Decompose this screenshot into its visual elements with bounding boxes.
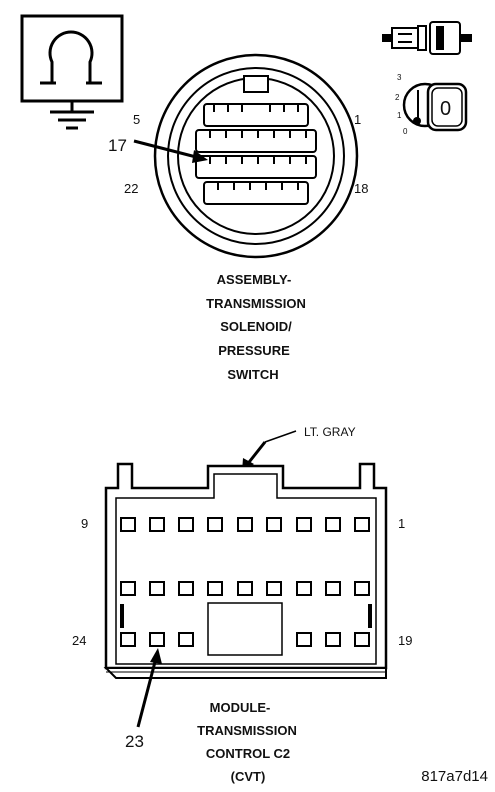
tcm-connector — [103, 462, 388, 728]
tcm-caption-line: (CVT) — [231, 769, 266, 784]
solenoid-pin-1: 1 — [354, 112, 361, 127]
solenoid-caption-line: SOLENOID/ — [220, 319, 292, 334]
solenoid-caption-line: TRANSMISSION — [206, 296, 306, 311]
ignition-position-0: 0 — [403, 127, 408, 136]
tcm-caption-line: MODULE- — [210, 700, 271, 715]
tcm-pin-24: 24 — [72, 633, 86, 648]
ohmmeter-icon — [20, 14, 124, 130]
ignition-position-2: 2 — [395, 93, 400, 102]
ignition-position-1: 1 — [397, 111, 402, 120]
solenoid-caption-line: ASSEMBLY- — [217, 272, 292, 287]
solenoid-pin-18: 18 — [354, 181, 368, 196]
solenoid-caption-line: SWITCH — [227, 367, 278, 382]
solenoid-caption: ASSEMBLY- TRANSMISSION SOLENOID/ PRESSUR… — [206, 272, 306, 382]
solenoid-pin-5: 5 — [133, 112, 140, 127]
tcm-callout-pin: 23 — [125, 732, 144, 751]
figure-id: 817a7d14 — [421, 768, 488, 785]
ignition-key-label: 0 — [440, 98, 451, 120]
connector-disconnect-icon — [382, 21, 472, 55]
solenoid-caption-line: PRESSURE — [218, 343, 290, 358]
tcm-pin-1: 1 — [398, 516, 405, 531]
tcm-pin-19: 19 — [398, 633, 412, 648]
tcm-caption-line: CONTROL C2 — [206, 746, 290, 761]
tcm-caption-line: TRANSMISSION — [197, 723, 297, 738]
solenoid-connector — [133, 53, 359, 259]
tcm-color-callout: LT. GRAY — [304, 425, 356, 439]
tcm-caption: MODULE- TRANSMISSION CONTROL C2 (CVT) — [197, 700, 297, 784]
ignition-key-icon: 3 2 1 0 0 — [395, 73, 468, 136]
tcm-pin-9: 9 — [81, 516, 88, 531]
solenoid-callout-pin: 17 — [108, 136, 127, 155]
solenoid-pin-22: 22 — [124, 181, 138, 196]
ignition-position-3: 3 — [397, 73, 402, 82]
